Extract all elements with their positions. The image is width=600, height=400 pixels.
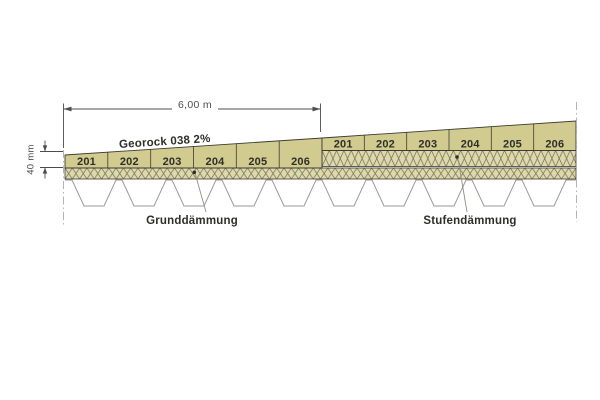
step-insulation-callout bbox=[455, 155, 468, 213]
step-insulation-label: Stufendämmung bbox=[423, 215, 516, 227]
trapezoidal-deck-profile bbox=[65, 179, 576, 207]
arrowhead-left bbox=[63, 106, 72, 112]
base-insulation-callout bbox=[192, 170, 207, 213]
leader-dot bbox=[455, 155, 459, 159]
leader-dot bbox=[192, 170, 197, 175]
panel-number: 203 bbox=[418, 139, 437, 151]
step-insulation-band bbox=[321, 150, 577, 167]
panel-number: 203 bbox=[163, 156, 182, 168]
panel-number: 202 bbox=[120, 156, 139, 168]
leader-line bbox=[194, 172, 207, 213]
base-insulation-band bbox=[64, 167, 577, 180]
thickness-dimension-label: 40 mm bbox=[26, 144, 37, 175]
panel-numbers-right: 201 202 203 204 205 206 bbox=[334, 139, 564, 151]
panel-number: 204 bbox=[206, 156, 226, 168]
panel-number: 206 bbox=[545, 139, 564, 151]
panel-number: 202 bbox=[376, 139, 395, 151]
panel-number: 204 bbox=[461, 139, 481, 151]
thickness-dimension bbox=[40, 140, 64, 179]
step-insulation-layer bbox=[321, 150, 577, 167]
panel-numbers-left: 201 202 203 204 205 206 bbox=[77, 156, 310, 168]
arrowhead-right bbox=[312, 106, 321, 112]
panel-number: 206 bbox=[291, 156, 310, 168]
panel-number: 201 bbox=[77, 156, 96, 168]
arrowhead-up bbox=[42, 167, 48, 174]
panel-number: 205 bbox=[503, 139, 522, 151]
panel-number: 205 bbox=[248, 156, 267, 168]
reference-centerlines bbox=[63, 102, 577, 226]
arrowhead-down bbox=[42, 145, 48, 152]
base-insulation-layer bbox=[64, 167, 577, 180]
span-dimension-label: 6,00 m bbox=[178, 99, 212, 111]
span-dimension bbox=[63, 103, 321, 148]
leader-line bbox=[457, 158, 468, 213]
base-insulation-label: Grunddämmung bbox=[146, 215, 238, 227]
panel-number: 201 bbox=[334, 139, 353, 151]
panel-dividers bbox=[107, 123, 535, 168]
